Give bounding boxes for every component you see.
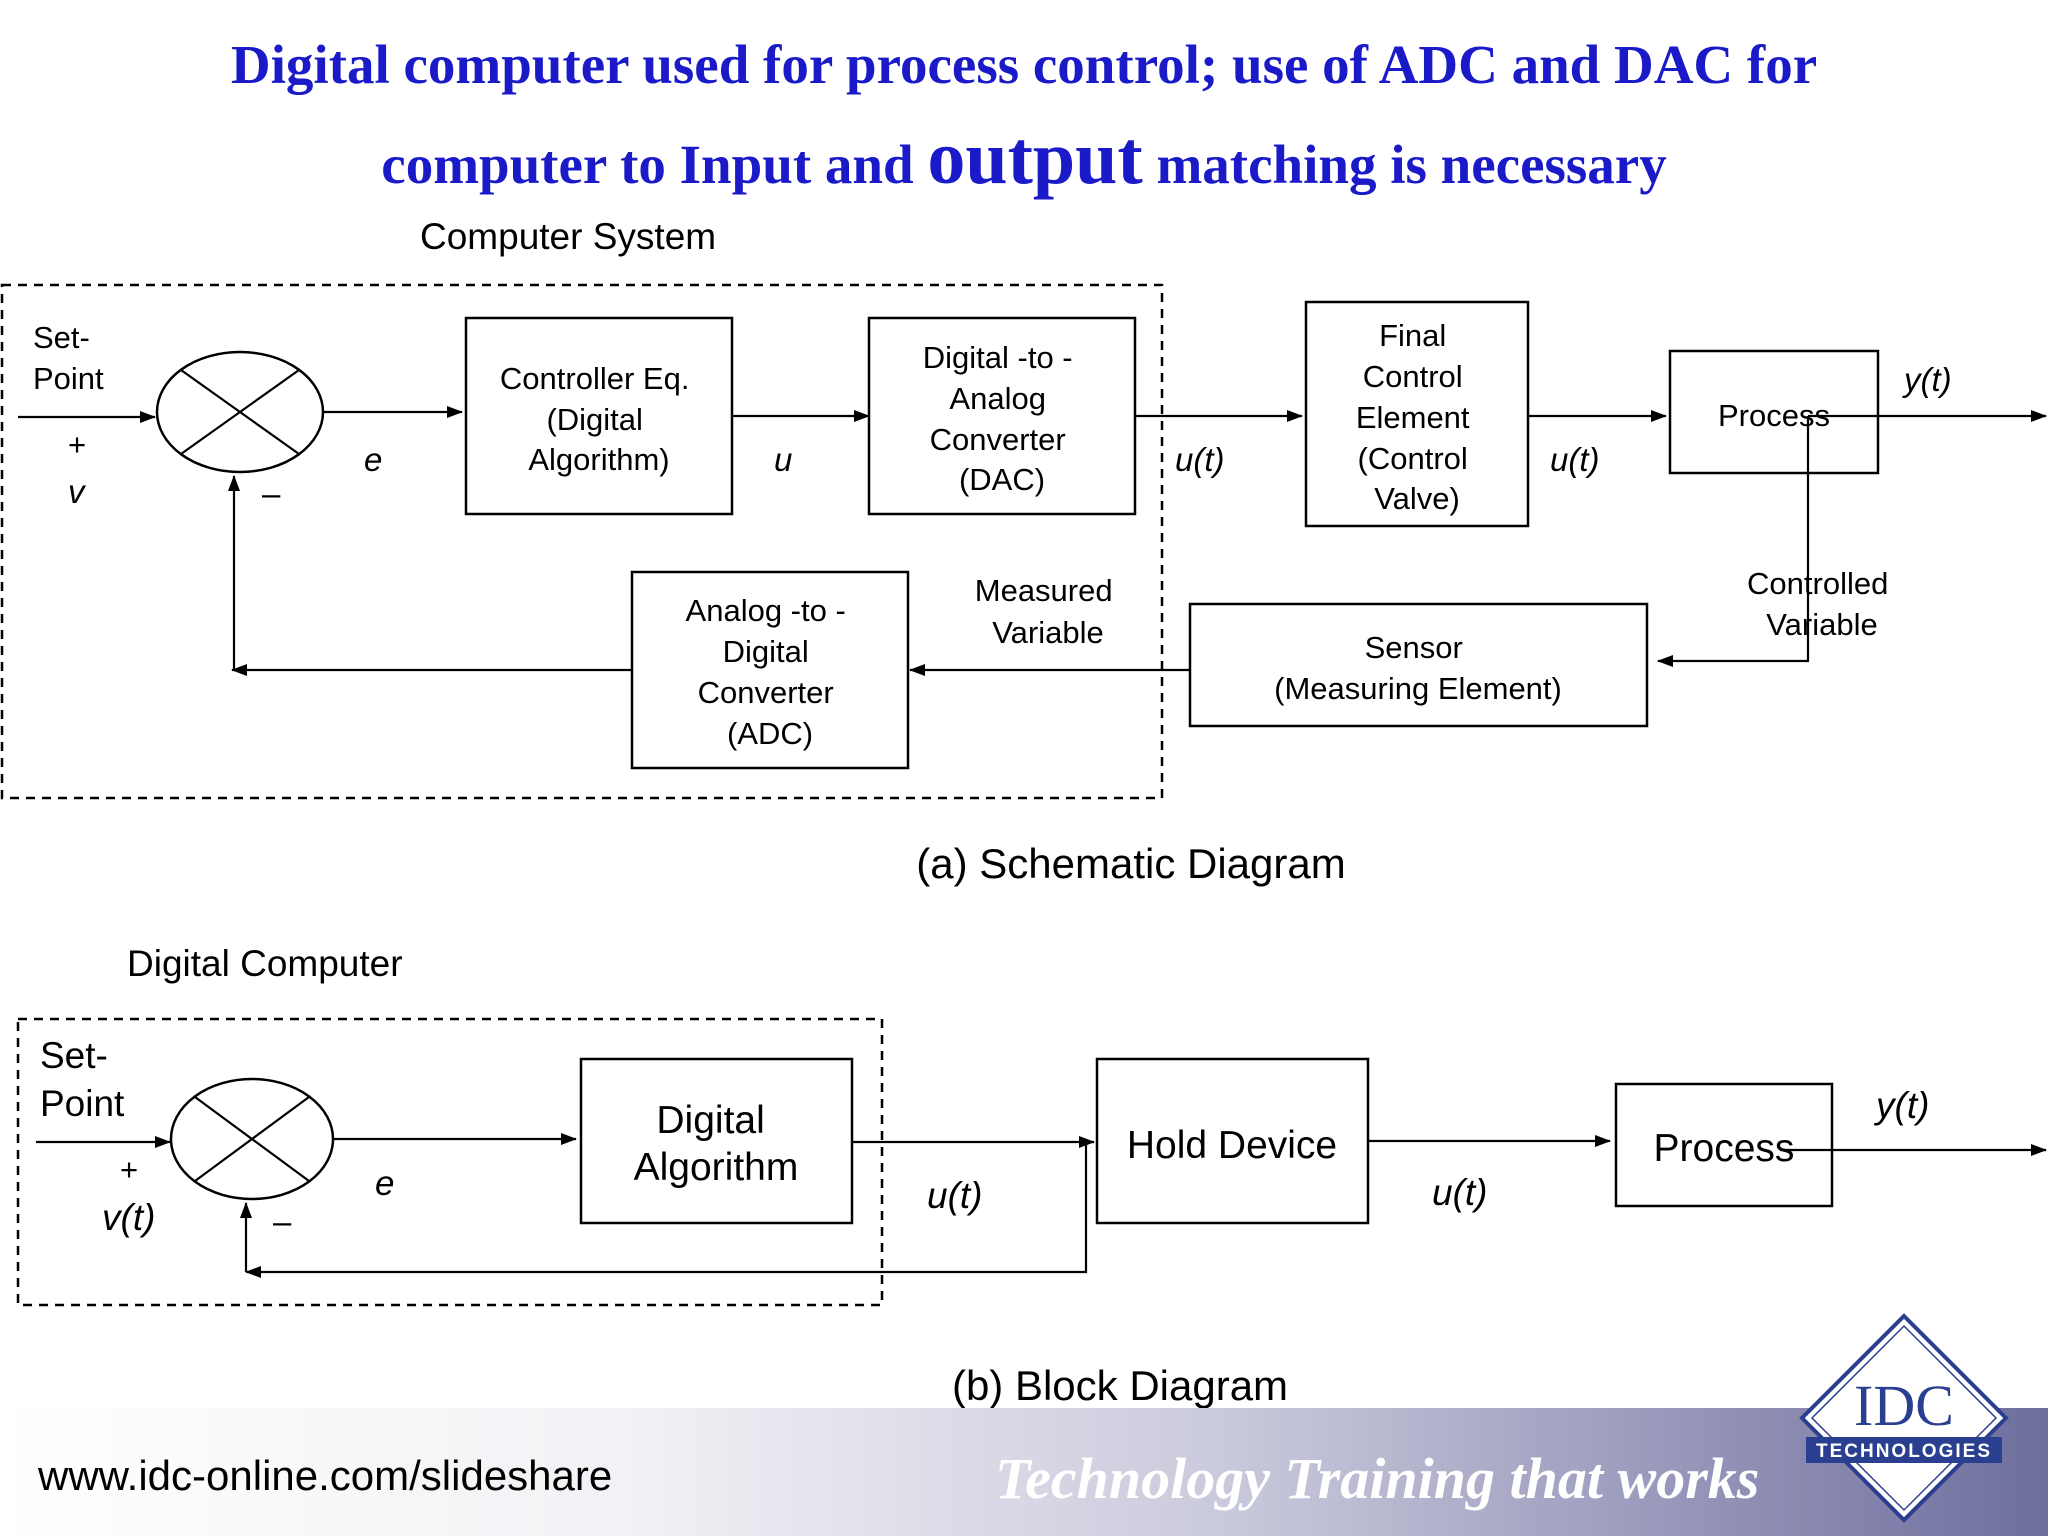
slide-title-line-2: computer to Input and output matching is…	[0, 118, 2048, 205]
measured-variable-label: Measured Variable	[975, 573, 1121, 650]
block-diagram: Digital Computer Set- Point + v(t) – e D…	[16, 943, 2047, 1409]
output-label-b: y(t)	[1873, 1085, 1929, 1126]
summing-junction-a	[155, 350, 325, 474]
process-box-a	[1668, 349, 1880, 475]
final-control-element-text: Final Control Element (Control Valve)	[1356, 318, 1478, 516]
output-label-a: y(t)	[1902, 361, 1952, 398]
hold-device-box	[1095, 1057, 1370, 1225]
computer-system-boundary	[0, 283, 1164, 800]
input-variable-a: v	[68, 473, 87, 510]
controlled-variable-label: Controlled Variable	[1747, 566, 1897, 642]
process-box-b-text: Process	[1654, 1127, 1795, 1170]
plus-sign-b: +	[120, 1152, 138, 1187]
adc-box	[630, 570, 910, 770]
adc-box-text: Analog -to - Digital Converter (ADC)	[686, 593, 855, 751]
dac-box-text: Digital -to - Analog Converter (DAC)	[923, 340, 1082, 497]
digital-computer-boundary	[16, 1017, 884, 1307]
controller-box-text: Controller Eq. (Digital Algorithm)	[500, 361, 698, 477]
footer-band	[0, 1408, 2048, 1536]
plus-sign-a: +	[68, 427, 86, 462]
feedback-line-b	[245, 1142, 1088, 1278]
sensor-box-text: Sensor (Measuring Element)	[1274, 630, 1562, 706]
minus-sign-b: –	[273, 1203, 292, 1240]
error-label-a: e	[364, 441, 382, 478]
footer-tagline: Technology Training that works	[995, 1446, 1760, 1511]
process-box-b	[1614, 1082, 1834, 1208]
final-control-element-box	[1304, 300, 1530, 528]
controlled-variable-arrow	[1657, 416, 1810, 667]
ut-label-a-2: u(t)	[1550, 441, 1600, 478]
footer-url-link[interactable]: www.idc-online.com/slideshare	[38, 1452, 613, 1499]
setpoint-label-b: Set- Point	[40, 1035, 125, 1124]
setpoint-label-a: Set- Point	[33, 320, 104, 396]
slide-title-line-1: Digital computer used for process contro…	[230, 34, 1818, 95]
hold-device-box-text: Hold Device	[1127, 1124, 1337, 1167]
controller-box	[464, 316, 734, 516]
input-variable-b: v(t)	[102, 1197, 155, 1238]
minus-sign-a: –	[262, 475, 281, 512]
ut-label-b-2: u(t)	[1432, 1172, 1488, 1213]
title-text-pre: computer to Input and	[381, 134, 928, 195]
digital-algorithm-box-text: Digital Algorithm	[634, 1099, 799, 1189]
ut-label-b-1: u(t)	[927, 1175, 983, 1216]
title-text-post: matching is necessary	[1142, 134, 1667, 195]
ut-label-a-1: u(t)	[1175, 441, 1225, 478]
computer-system-label: Computer System	[420, 216, 716, 257]
summing-junction-b	[169, 1077, 335, 1201]
schematic-diagram: Computer System Set- Point + v – e Contr…	[0, 216, 2047, 887]
sensor-box	[1188, 602, 1649, 728]
digital-algorithm-box	[579, 1057, 854, 1225]
digital-computer-label: Digital Computer	[127, 943, 403, 984]
u-label-a: u	[774, 441, 792, 478]
error-label-b: e	[375, 1164, 394, 1203]
block-diagram-caption: (b) Block Diagram	[952, 1362, 1288, 1409]
schematic-caption: (a) Schematic Diagram	[916, 840, 1345, 887]
title-text-emphasis: output	[927, 116, 1143, 200]
